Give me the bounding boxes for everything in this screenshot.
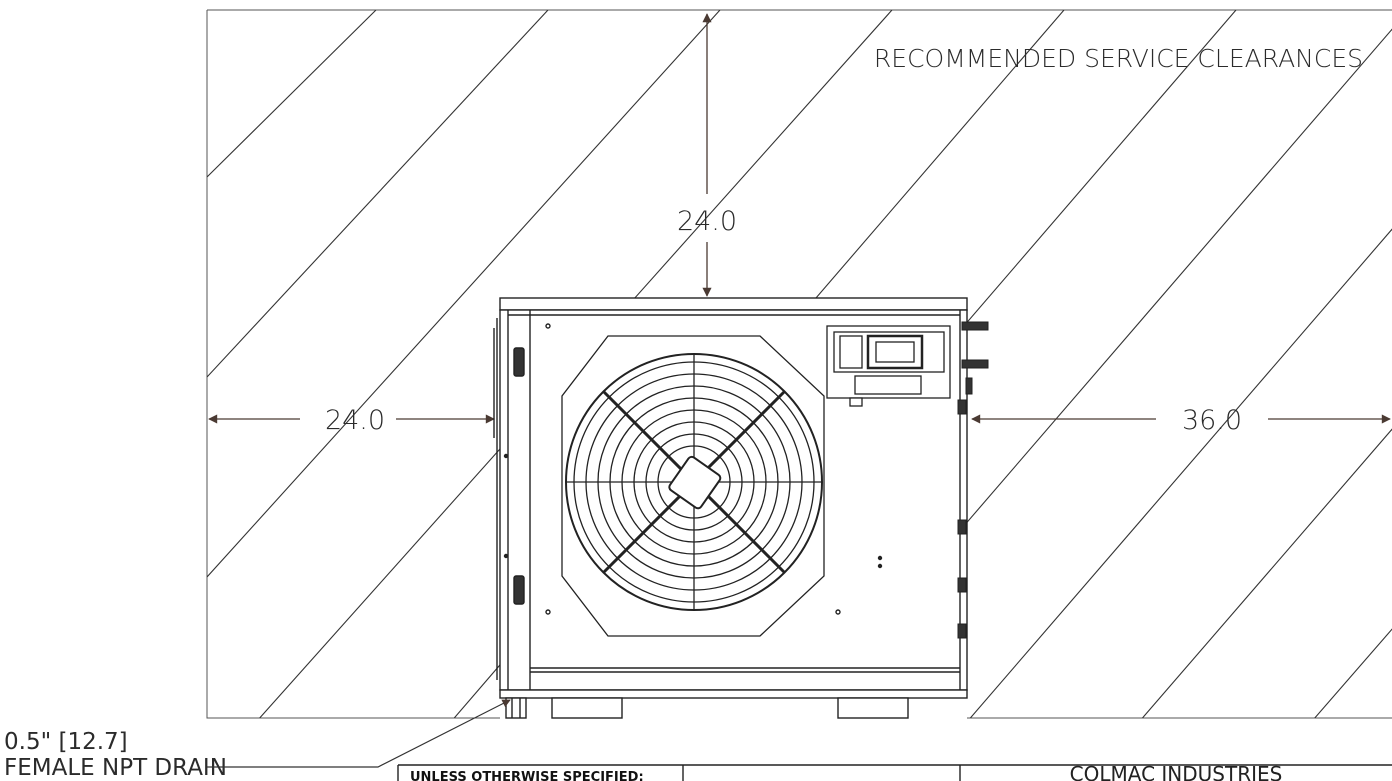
top-clearance-dimension: 24.0 [677, 13, 737, 297]
right-clearance-dimension: 36.0 [971, 405, 1391, 436]
fan-motor-hub [668, 455, 722, 510]
clearance-boundary [206, 9, 1392, 719]
upper-hinge [513, 347, 525, 377]
drain-note-type: FEMALE NPT DRAIN [4, 755, 227, 781]
title-block [397, 764, 1392, 781]
drawing-title: RECOMMENDED SERVICE CLEARANCES [874, 44, 1363, 73]
drain-callout: 0.5" [12.7] FEMALE NPT DRAIN [4, 699, 511, 781]
left-clearance-value: 24.0 [325, 405, 385, 436]
right-clearance-value: 36.0 [1182, 405, 1242, 436]
control-box [826, 325, 951, 407]
drain-fitting [505, 697, 527, 719]
side-fittings [957, 321, 989, 639]
title-block-spec-label: UNLESS OTHERWISE SPECIFIED: [410, 770, 644, 781]
right-foot [837, 697, 909, 719]
fan-assembly [561, 335, 825, 637]
title-block-company: COLMAC INDUSTRIES [1070, 762, 1283, 781]
drain-note-size: 0.5" [12.7] [4, 729, 128, 755]
left-foot [551, 697, 623, 719]
left-clearance-dimension: 24.0 [208, 405, 495, 436]
lower-hinge [513, 575, 525, 605]
top-clearance-value: 24.0 [677, 206, 737, 237]
